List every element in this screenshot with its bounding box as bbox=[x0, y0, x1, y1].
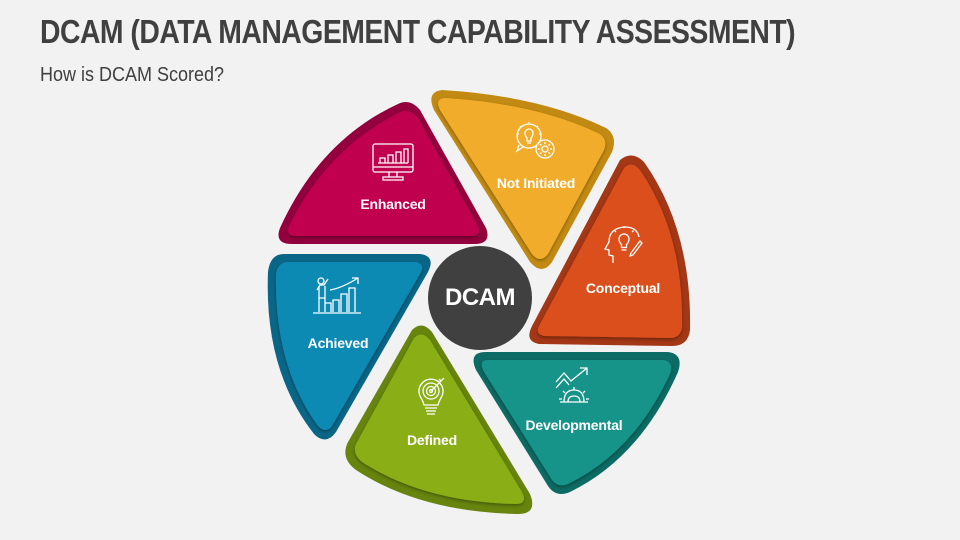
label-developmental: Developmental bbox=[525, 417, 623, 433]
head-lightbulb-pencil-icon bbox=[604, 226, 643, 263]
label-defined: Defined bbox=[407, 432, 457, 448]
monitor-bar-chart-icon bbox=[372, 143, 414, 181]
label-not-initiated: Not Initiated bbox=[496, 175, 576, 191]
segment-developmental bbox=[473, 352, 680, 494]
center-label: DCAM bbox=[445, 284, 516, 311]
label-achieved: Achieved bbox=[307, 335, 369, 351]
center-circle bbox=[428, 246, 532, 350]
segment-defined bbox=[345, 325, 533, 514]
segment-conceptual bbox=[529, 155, 691, 346]
person-growth-chart-icon bbox=[313, 277, 361, 314]
idea-gear-icon bbox=[515, 122, 555, 159]
lightbulb-target-icon bbox=[418, 377, 445, 415]
segment-enhanced bbox=[278, 102, 488, 244]
growth-gear-arrow-icon bbox=[555, 367, 589, 403]
label-enhanced: Enhanced bbox=[360, 196, 426, 212]
page-subtitle: How is DCAM Scored? bbox=[40, 64, 225, 86]
label-conceptual: Conceptual bbox=[585, 280, 661, 296]
page-title: DCAM (DATA MANAGEMENT CAPABILITY ASSESSM… bbox=[40, 13, 796, 50]
segment-achieved bbox=[267, 254, 431, 440]
segment-not-initiated bbox=[431, 90, 614, 269]
